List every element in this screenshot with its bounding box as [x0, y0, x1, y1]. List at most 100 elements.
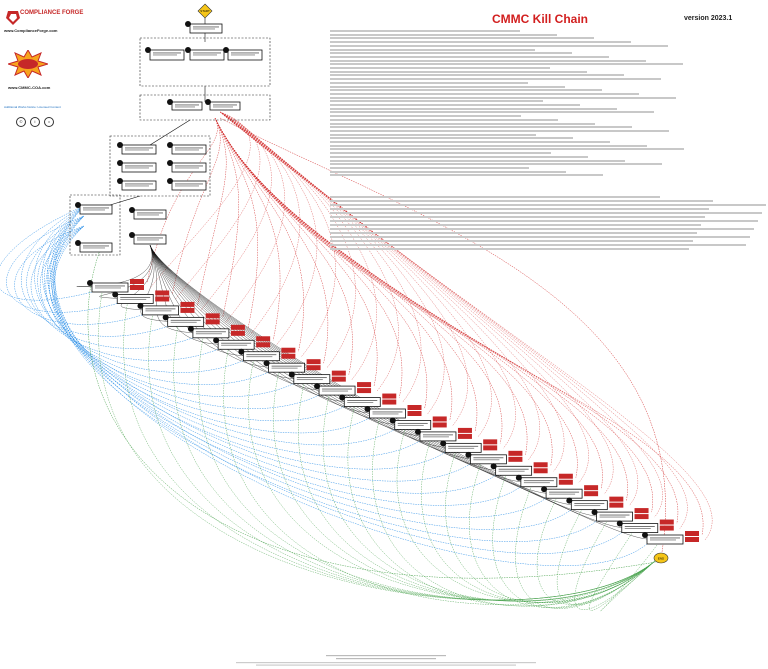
control-badge	[457, 427, 472, 433]
control-badge	[306, 365, 321, 371]
note-text-line	[330, 240, 693, 242]
red-flow-arrow	[219, 111, 356, 369]
control-badge	[584, 485, 599, 491]
green-flow-arrow	[173, 327, 657, 601]
blue-flow-arrow	[6, 215, 118, 313]
black-flow-line	[149, 244, 572, 505]
planning-group	[109, 135, 211, 197]
blue-flow-arrow	[51, 215, 496, 494]
control-badge	[230, 324, 245, 330]
kill-chain-step	[616, 519, 674, 533]
control-badge	[281, 347, 296, 353]
note-text-line	[330, 244, 746, 246]
step-box	[167, 142, 207, 155]
note-text-line	[330, 212, 762, 214]
kill-chain-step	[440, 439, 498, 453]
step-box	[167, 178, 207, 191]
note-text-line	[330, 236, 750, 238]
note-text-line	[330, 104, 580, 106]
blue-flow-arrow	[52, 205, 547, 518]
step-box	[167, 99, 203, 111]
step-box	[75, 202, 113, 215]
green-flow-arrow	[536, 499, 657, 605]
start-node: START	[197, 3, 213, 19]
red-flow-arrow	[219, 111, 285, 323]
red-flow-arrow	[172, 117, 221, 295]
step-box	[75, 240, 113, 253]
control-badge	[155, 296, 170, 302]
note-text-line	[330, 92, 639, 95]
red-flow-arrow	[219, 111, 468, 426]
control-badge	[609, 496, 624, 502]
control-badge	[407, 405, 422, 410]
complianceforge-url[interactable]: www.ComplianceForge.com	[4, 28, 58, 33]
note-text-line	[330, 115, 521, 118]
kill-chain-step	[465, 450, 523, 465]
note-text-line	[330, 133, 536, 136]
control-badge	[685, 537, 699, 542]
control-badge	[155, 290, 170, 296]
kill-chain-step	[213, 336, 271, 350]
step-box	[185, 21, 223, 34]
control-badge	[609, 502, 624, 508]
red-flow-arrow	[200, 111, 272, 312]
kill-chain-step	[490, 462, 548, 476]
step-box	[167, 160, 207, 173]
blue-flow-arrow	[14, 225, 143, 325]
kill-chain-step	[414, 427, 472, 442]
step-box	[145, 47, 185, 61]
note-text-line	[330, 152, 551, 155]
green-flow-arrow	[589, 533, 657, 611]
note-text-line	[330, 220, 758, 222]
step-box	[117, 142, 157, 155]
red-flow-arrow	[219, 111, 639, 506]
note-text-line	[330, 228, 754, 230]
blue-flow-arrow	[34, 205, 244, 373]
note-text-line	[330, 170, 566, 173]
note-text-line	[330, 70, 587, 73]
connector-line	[149, 119, 191, 146]
control-badge	[256, 336, 271, 342]
kill-chain-step	[339, 393, 397, 407]
step-box	[129, 232, 167, 245]
step-box	[205, 99, 241, 111]
control-badge	[306, 359, 321, 365]
control-badge	[483, 439, 498, 445]
note-text-line	[330, 48, 535, 51]
note-text-line	[330, 204, 766, 206]
green-flow-arrow	[273, 373, 657, 602]
end-node: END	[653, 552, 669, 564]
control-badge	[634, 508, 649, 514]
red-flow-arrow	[214, 117, 281, 341]
version-label: version 2023.1	[684, 15, 733, 22]
black-flow-line	[149, 244, 420, 437]
control-badge	[256, 342, 271, 348]
note-text-line	[330, 174, 603, 177]
red-flow-arrow	[175, 111, 261, 300]
by-icon: i	[30, 117, 40, 127]
control-badge	[205, 319, 220, 325]
note-text-line	[330, 74, 624, 77]
license-note[interactable]: Additional Works Notice: Licensed Conten…	[4, 105, 61, 109]
logo-wordmark: COMPLIANCE FORGE	[20, 10, 84, 16]
red-flow-arrow	[214, 117, 329, 364]
green-flow-arrow	[557, 510, 657, 605]
green-flow-arrow	[445, 453, 657, 603]
kill-chain-step	[364, 405, 422, 419]
red-flow-arrow	[214, 117, 653, 513]
note-text-line	[330, 63, 683, 66]
blue-flow-arrow	[37, 215, 269, 385]
blue-flow-arrow	[26, 215, 193, 349]
blue-flow-arrow	[0, 205, 93, 301]
note-text-line	[330, 111, 654, 114]
note-text-line	[330, 59, 646, 62]
complianceforge-logo	[6, 11, 20, 25]
kill-chain-step	[137, 301, 195, 316]
kill-chain-step	[112, 290, 170, 304]
control-badge	[634, 514, 649, 520]
note-text-line	[330, 126, 632, 129]
note-text-line	[330, 118, 558, 121]
green-flow-arrow	[298, 384, 657, 602]
cmmc-url[interactable]: www.CMMC-COA.com	[8, 85, 51, 90]
